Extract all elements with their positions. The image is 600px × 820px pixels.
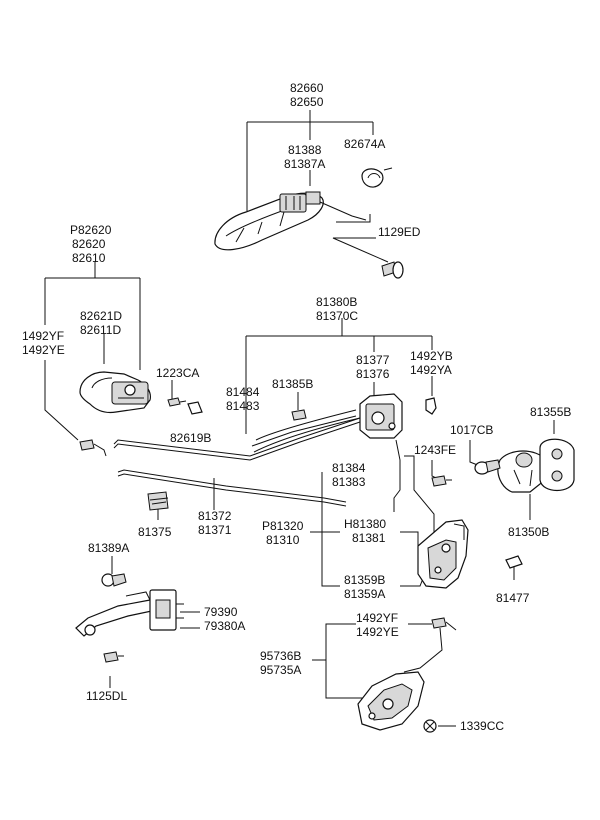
part-labels: 82660 82650 81388 81387A 82674A 1129ED P… <box>22 81 571 733</box>
rod-clip-81385b <box>291 409 307 421</box>
label-1492yf-bottom: 1492YF <box>356 611 398 625</box>
striker-plate-81355b <box>539 438 575 492</box>
label-1492ya: 1492YA <box>410 363 452 377</box>
label-81383: 81383 <box>332 475 366 489</box>
cover-82619b <box>187 401 203 415</box>
label-1492ye-bottom: 1492YE <box>356 625 399 639</box>
clip-1492yb <box>425 397 437 415</box>
bolt-1017cb <box>474 459 501 475</box>
label-82674a: 82674A <box>344 137 385 151</box>
label-1243fe: 1243FE <box>414 443 456 457</box>
outside-door-handle <box>214 191 367 251</box>
label-81483: 81483 <box>226 399 260 413</box>
label-82650: 82650 <box>290 95 324 109</box>
label-79390: 79390 <box>204 605 238 619</box>
label-81385b: 81385B <box>272 377 313 391</box>
label-1492yf-left: 1492YF <box>22 329 64 343</box>
label-81350b: 81350B <box>508 525 549 539</box>
label-95736b: 95736B <box>260 649 301 663</box>
label-81359b: 81359B <box>344 573 385 587</box>
outside-handle-leaders <box>246 110 389 263</box>
door-lock-actuator-95735a <box>357 671 425 731</box>
label-82619b: 82619B <box>170 431 211 445</box>
label-1017cb: 1017CB <box>450 423 493 437</box>
label-1223ca: 1223CA <box>156 366 199 380</box>
handle-cap-82674a <box>361 167 393 188</box>
label-82610: 82610 <box>72 251 106 265</box>
label-1339cc: 1339CC <box>460 719 504 733</box>
label-79380a: 79380A <box>204 619 245 633</box>
bolt-81389a <box>101 573 127 587</box>
clip-81375 <box>147 491 169 511</box>
screw-1223ca <box>167 397 187 407</box>
bolt-1125dl <box>103 651 124 663</box>
label-81388: 81388 <box>288 143 322 157</box>
label-81384: 81384 <box>332 461 366 475</box>
label-p81320: P81320 <box>262 519 304 533</box>
label-81370c: 81370C <box>316 309 358 323</box>
label-82660: 82660 <box>290 81 324 95</box>
label-1129ed: 1129ED <box>378 225 421 239</box>
lock-actuator-81310 <box>417 519 469 589</box>
label-p82620: P82620 <box>70 223 112 237</box>
label-95735a: 95735A <box>260 663 301 677</box>
door-latch-assembly <box>359 393 403 439</box>
actuator-leaders <box>312 623 456 727</box>
screw-1339cc <box>423 719 437 733</box>
label-h81380: H81380 <box>344 517 386 531</box>
label-82611d: 82611D <box>80 323 121 337</box>
label-81359a: 81359A <box>344 587 385 601</box>
label-81355b: 81355B <box>530 405 571 419</box>
label-82621d: 82621D <box>80 309 122 323</box>
connector-1492yf-bottom <box>403 617 457 673</box>
door-checker-79380a <box>75 589 184 637</box>
label-81477: 81477 <box>496 591 530 605</box>
door-check-leaders <box>109 556 200 688</box>
label-81375: 81375 <box>138 525 172 539</box>
inside-door-handle <box>79 371 151 414</box>
label-81381: 81381 <box>352 531 386 545</box>
screw-81477 <box>505 555 523 576</box>
label-81380b: 81380B <box>316 295 357 309</box>
bolt-1243fe <box>431 475 452 487</box>
label-81372: 81372 <box>198 509 232 523</box>
rod-clip-1492yf-left <box>79 439 107 457</box>
label-82620: 82620 <box>72 237 106 251</box>
label-81387a: 81387A <box>284 157 325 171</box>
label-1492ye-left: 1492YE <box>22 343 65 357</box>
rods-and-cables <box>113 409 435 536</box>
label-81389a: 81389A <box>88 541 129 555</box>
label-1492yb: 1492YB <box>410 349 453 363</box>
label-81371: 81371 <box>198 523 232 537</box>
bolt-1129ed <box>381 261 404 279</box>
label-81484: 81484 <box>226 385 260 399</box>
label-81376: 81376 <box>356 367 390 381</box>
label-1125dl: 1125DL <box>86 689 127 703</box>
label-81310: 81310 <box>266 533 300 547</box>
inside-handle-leaders <box>44 262 173 441</box>
label-81377: 81377 <box>356 353 390 367</box>
